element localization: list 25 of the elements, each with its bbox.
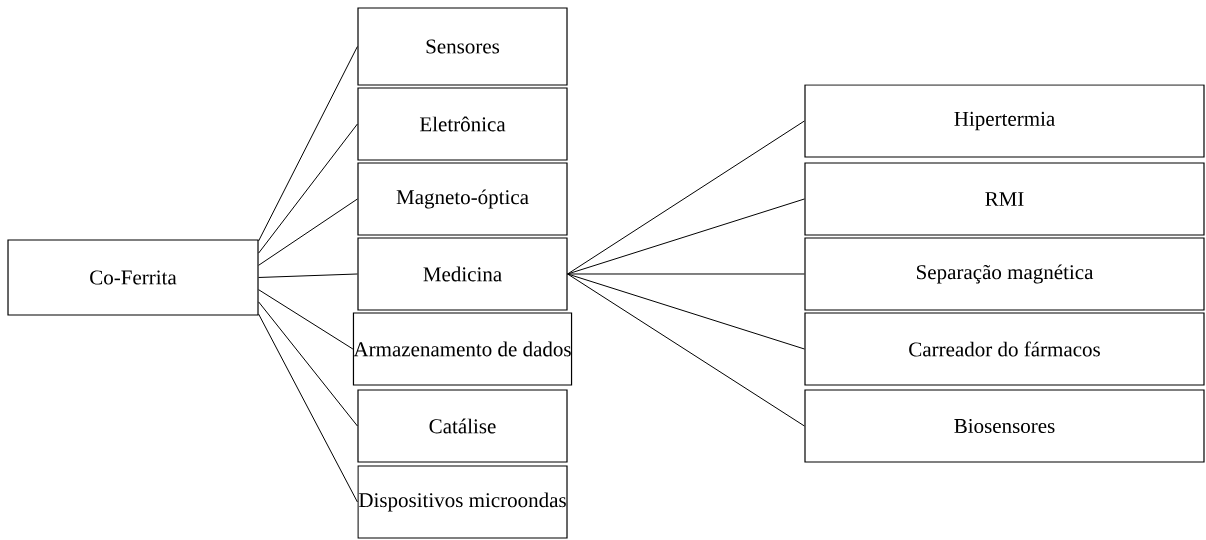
- text-box: Biosensores: [804, 389, 1205, 463]
- connector-line: [258, 273, 358, 278]
- connector-line: [567, 273, 805, 350]
- text-box: Magneto-óptica: [357, 162, 568, 236]
- connector-line: [258, 198, 358, 266]
- text-box: Co-Ferrita: [7, 239, 259, 316]
- text-box: Separação magnética: [804, 237, 1205, 311]
- connector-line: [567, 198, 805, 275]
- connector-line: [567, 273, 805, 275]
- connector-line: [258, 46, 358, 242]
- text-box: Eletrônica: [357, 87, 568, 161]
- text-box: Armazenamento de dados: [352, 312, 573, 386]
- text-box: Sensores: [357, 7, 568, 86]
- connector-line: [258, 289, 354, 350]
- text-box: Carreador do fármacos: [804, 312, 1205, 386]
- text-box: Catálise: [357, 389, 568, 463]
- connector-line: [258, 123, 358, 254]
- connector-line: [258, 313, 358, 503]
- text-box: RMI: [804, 162, 1205, 236]
- connector-line: [567, 273, 805, 427]
- text-box: Hipertermia: [804, 84, 1205, 158]
- text-box: Dispositivos microondas: [357, 465, 568, 539]
- text-box: Medicina: [357, 237, 568, 311]
- connector-line: [258, 301, 358, 427]
- connector-line: [567, 120, 805, 275]
